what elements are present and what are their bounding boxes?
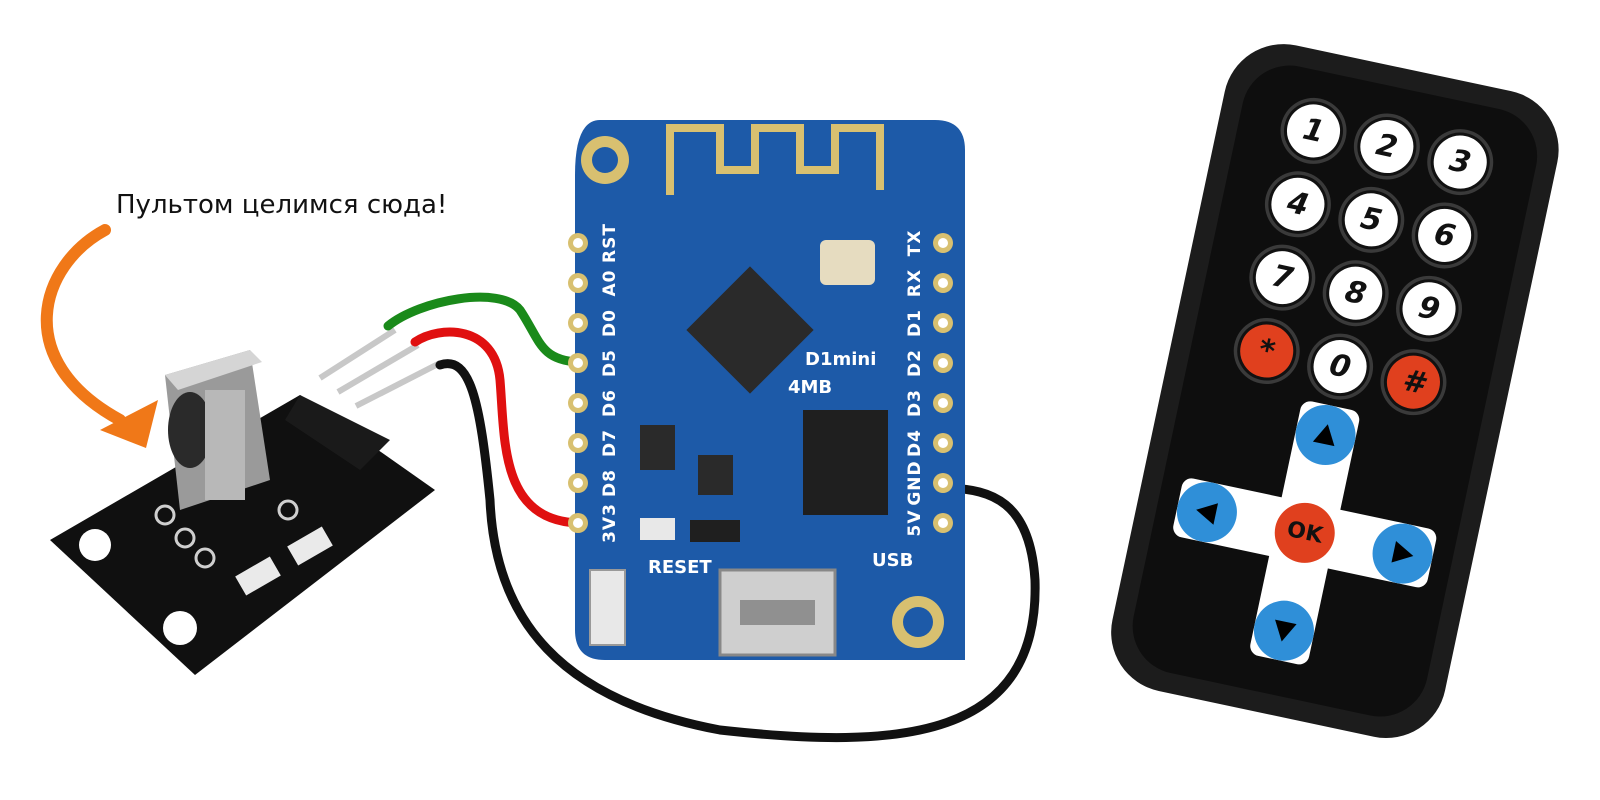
pin-header <box>285 327 442 470</box>
wire-ground <box>435 359 1040 743</box>
remote-key-6[interactable]: 6 <box>1405 196 1483 274</box>
orange-arrowhead <box>100 400 158 448</box>
pin-label-rst: RST <box>600 223 620 263</box>
usb-label: USB <box>872 550 913 571</box>
pin-label-d4: D4 <box>905 429 925 457</box>
remote-key-3[interactable]: 3 <box>1421 123 1499 201</box>
antenna-trace <box>666 124 884 195</box>
pin-label-3v3: 3V3 <box>600 503 620 543</box>
remote-key-hash[interactable]: # <box>1374 343 1452 421</box>
mount-hole <box>79 529 111 561</box>
pin-label-d7: D7 <box>600 429 620 457</box>
remote-key-1[interactable]: 1 <box>1274 92 1352 170</box>
pin-label-d3: D3 <box>905 389 925 417</box>
pin-label-d1: D1 <box>905 309 925 337</box>
remote-key-4[interactable]: 4 <box>1259 165 1337 243</box>
remote-key-star[interactable]: * <box>1228 312 1306 390</box>
reset-button[interactable] <box>589 569 626 646</box>
orange-arrow <box>40 224 126 426</box>
pin-label-d0: D0 <box>600 309 620 337</box>
smd-led <box>287 526 333 566</box>
ir-receiver-module <box>50 327 442 675</box>
mount-hole <box>163 611 197 645</box>
wire-power <box>410 327 583 528</box>
caption-text: Пультом целимся сюда! <box>116 190 448 220</box>
remote-key-0[interactable]: 0 <box>1301 327 1379 405</box>
remote-key-5[interactable]: 5 <box>1332 181 1410 259</box>
pin-label-d2: D2 <box>905 349 925 377</box>
wire-signal <box>383 292 583 367</box>
reset-label: RESET <box>648 557 712 578</box>
pin-label-rx: RX <box>905 269 925 297</box>
pin-label-tx: TX <box>905 230 925 257</box>
esp-chip <box>686 266 814 394</box>
remote-key-2[interactable]: 2 <box>1348 107 1426 185</box>
remote-key-9[interactable]: 9 <box>1390 270 1468 348</box>
remote-key-7[interactable]: 7 <box>1243 238 1321 316</box>
flash-chip <box>803 410 888 515</box>
ir-sensor <box>165 350 270 510</box>
flash-label: 4MB <box>788 377 832 398</box>
pin-label-d8: D8 <box>600 469 620 497</box>
crystal <box>820 240 875 285</box>
remote-key-label: * <box>1255 332 1278 370</box>
remote-dpad: OK <box>1173 401 1437 665</box>
sensor-pcb <box>50 395 435 675</box>
pin-label-d6: D6 <box>600 389 620 417</box>
pin-label-a0: A0 <box>600 270 620 297</box>
ok-button[interactable] <box>1269 497 1340 568</box>
pin-label-gnd: GND <box>905 460 925 505</box>
pin-label-5v: 5V <box>905 510 925 537</box>
remote-key-8[interactable]: 8 <box>1317 254 1395 332</box>
smd-led <box>235 556 281 596</box>
pin-label-d5: D5 <box>600 349 620 377</box>
board-model-label: D1mini <box>805 349 876 370</box>
